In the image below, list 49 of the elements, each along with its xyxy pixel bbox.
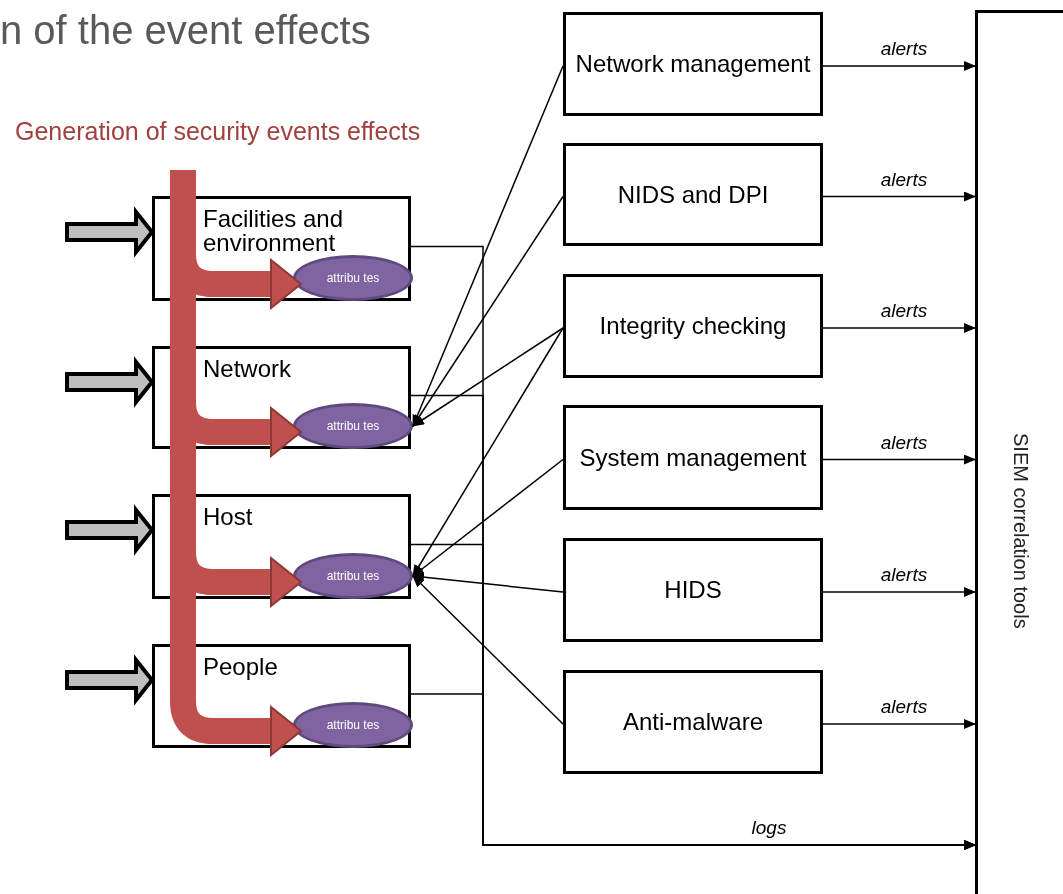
box-label: NIDS and DPI bbox=[617, 179, 769, 210]
connector-arrow bbox=[412, 195, 564, 427]
connector-arrow bbox=[822, 61, 976, 71]
connector-arrow bbox=[412, 327, 564, 427]
box-label: Facilities and environment bbox=[203, 207, 345, 255]
domain-box bbox=[152, 494, 411, 599]
connector-arrow bbox=[822, 191, 976, 202]
input-arrow bbox=[65, 206, 155, 258]
box-label: Integrity checking bbox=[599, 311, 787, 341]
box-label: Anti-malware bbox=[622, 707, 763, 737]
tool-box bbox=[563, 405, 823, 510]
heading-text: Generation of security events effects bbox=[15, 116, 421, 146]
connector-arrow bbox=[822, 719, 976, 729]
ellipse-label: attribu tes bbox=[326, 270, 380, 287]
input-arrow bbox=[65, 356, 155, 408]
connector-arrow bbox=[412, 327, 564, 577]
box-label: People bbox=[203, 655, 279, 679]
ellipse-label: attribu tes bbox=[326, 568, 380, 585]
connector-arrow bbox=[822, 587, 976, 597]
connector-arrow bbox=[822, 454, 976, 465]
box-label: System management bbox=[579, 442, 807, 473]
page-title: n of the event effects bbox=[0, 8, 371, 53]
domain-box bbox=[152, 346, 411, 449]
input-arrow bbox=[65, 504, 155, 556]
attributes-ellipse bbox=[293, 553, 413, 599]
tool-box bbox=[563, 670, 823, 774]
box-label: Network bbox=[203, 357, 293, 381]
vertical-label: SIEM correlation tools bbox=[1009, 433, 1032, 629]
box-label: Network management bbox=[575, 49, 811, 79]
attributes-ellipse bbox=[293, 702, 413, 748]
ellipse-label: attribu tes bbox=[326, 717, 380, 734]
tool-box bbox=[563, 274, 823, 378]
connector-arrow bbox=[412, 575, 564, 725]
input-arrow bbox=[65, 654, 155, 706]
ellipse-label: attribu tes bbox=[326, 418, 380, 435]
attributes-ellipse bbox=[293, 255, 413, 301]
correlation-panel bbox=[975, 10, 1063, 894]
tool-box bbox=[563, 143, 823, 246]
connector-arrow bbox=[412, 458, 564, 577]
domain-box bbox=[152, 196, 411, 301]
connector-arrow bbox=[822, 323, 976, 333]
attributes-ellipse bbox=[293, 403, 413, 449]
connector-arrow bbox=[410, 693, 976, 850]
box-label: Host bbox=[203, 505, 254, 529]
tool-box bbox=[563, 12, 823, 116]
tool-box bbox=[563, 538, 823, 642]
domain-box bbox=[152, 644, 411, 748]
connector-arrow bbox=[412, 572, 564, 593]
box-label: HIDS bbox=[664, 575, 722, 605]
